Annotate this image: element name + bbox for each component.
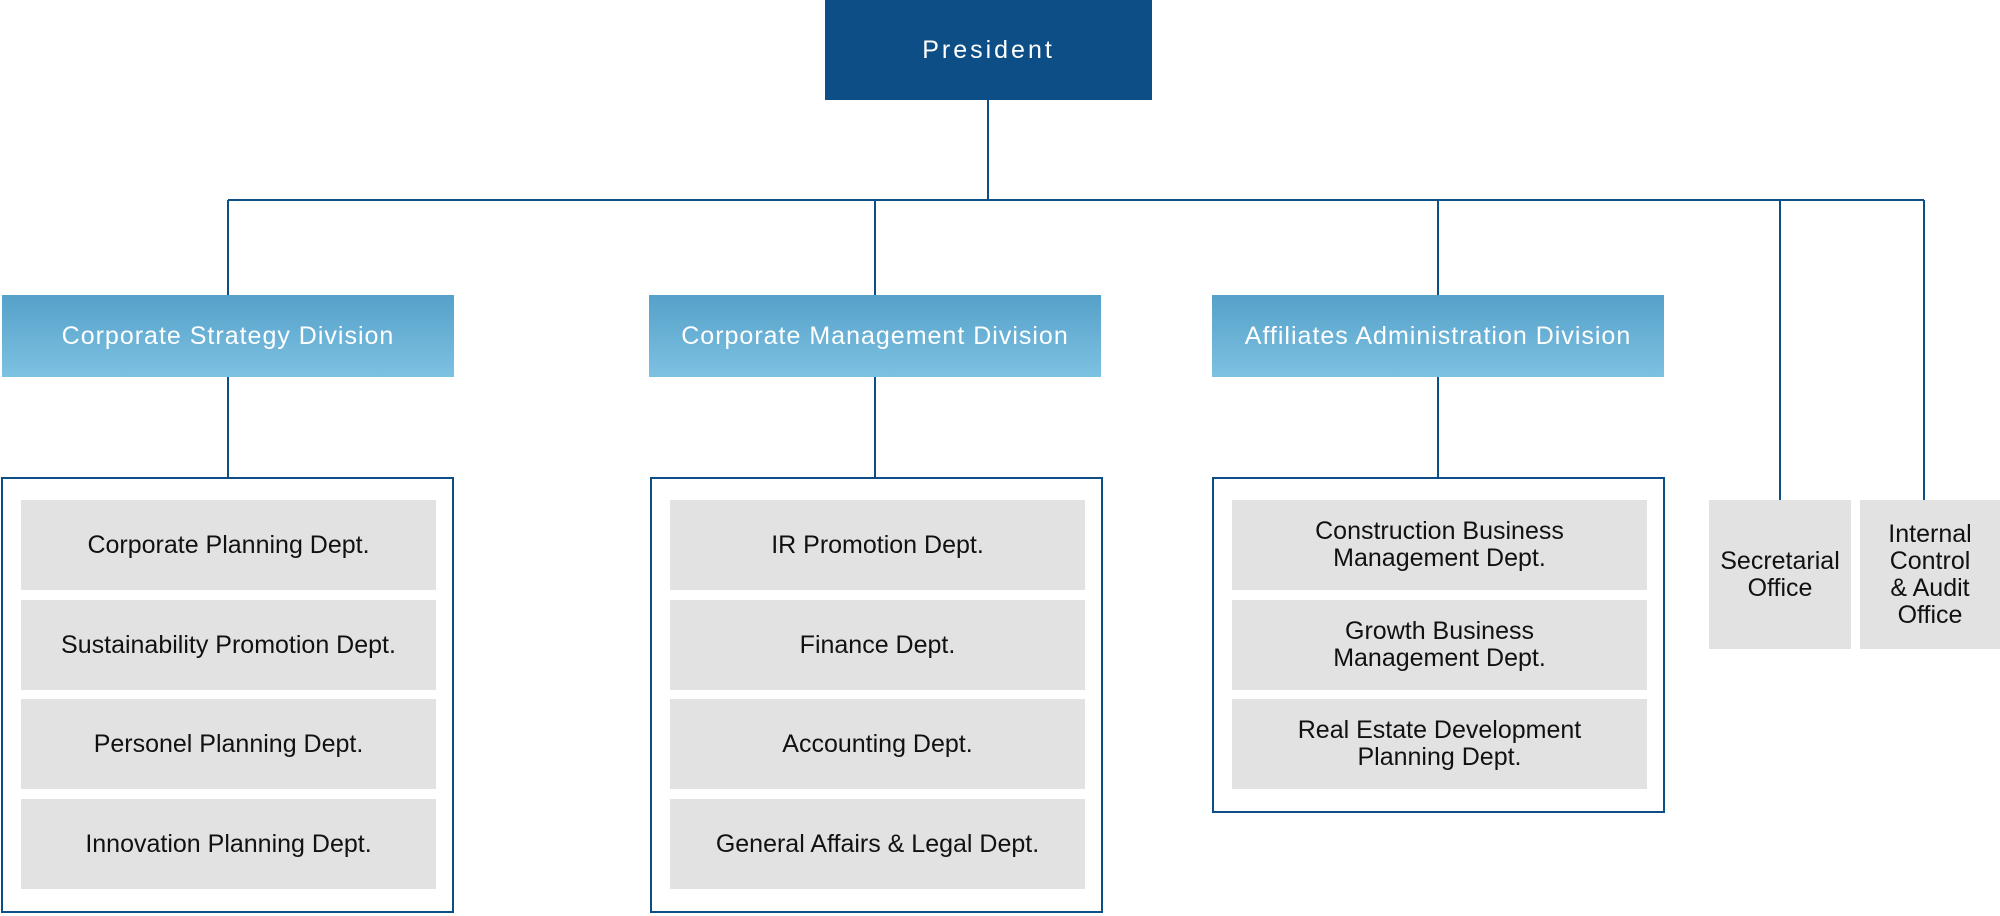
dept-label: General Affairs & Legal Dept.: [715, 829, 1040, 858]
dept-label: Corporate Planning Dept.: [87, 530, 370, 559]
dept-ir-promotion: IR Promotion Dept.: [670, 500, 1085, 590]
office-secretarial: Secretarial Office: [1709, 500, 1851, 649]
dept-sustainability-promotion: Sustainability Promotion Dept.: [21, 600, 436, 690]
dept-accounting: Accounting Dept.: [670, 699, 1085, 789]
department-group-management: IR Promotion Dept. Finance Dept. Account…: [650, 477, 1103, 913]
dept-personel-planning: Personel Planning Dept.: [21, 699, 436, 789]
dept-label: Accounting Dept.: [782, 729, 973, 758]
dept-label: Growth Business Management Dept.: [1333, 617, 1546, 672]
dept-label: Personel Planning Dept.: [93, 729, 364, 758]
dept-general-affairs-legal: General Affairs & Legal Dept.: [670, 799, 1085, 889]
president-label: President: [922, 35, 1055, 64]
dept-corporate-planning: Corporate Planning Dept.: [21, 500, 436, 590]
dept-real-estate-development-planning: Real Estate Development Planning Dept.: [1232, 699, 1647, 789]
dept-label: Construction Business Management Dept.: [1315, 517, 1564, 572]
dept-label: Sustainability Promotion Dept.: [61, 630, 396, 659]
department-group-strategy: Corporate Planning Dept. Sustainability …: [1, 477, 454, 913]
dept-growth-business-management: Growth Business Management Dept.: [1232, 600, 1647, 690]
dept-label: Real Estate Development Planning Dept.: [1297, 716, 1582, 771]
division-corporate-strategy: Corporate Strategy Division: [2, 295, 454, 377]
office-label: Secretarial Office: [1720, 546, 1840, 602]
division-affiliates-administration: Affiliates Administration Division: [1212, 295, 1664, 377]
dept-label: IR Promotion Dept.: [771, 530, 984, 559]
office-label: Internal Control & Audit Office: [1888, 519, 1972, 629]
division-corporate-management: Corporate Management Division: [649, 295, 1101, 377]
office-internal-control-audit: Internal Control & Audit Office: [1860, 500, 2000, 649]
division-label: Affiliates Administration Division: [1244, 321, 1632, 350]
department-group-affiliates: Construction Business Management Dept. G…: [1212, 477, 1665, 813]
dept-finance: Finance Dept.: [670, 600, 1085, 690]
dept-construction-business-management: Construction Business Management Dept.: [1232, 500, 1647, 590]
dept-label: Finance Dept.: [799, 630, 956, 659]
division-label: Corporate Management Division: [681, 321, 1069, 350]
division-label: Corporate Strategy Division: [61, 321, 395, 350]
dept-label: Innovation Planning Dept.: [85, 829, 372, 858]
dept-innovation-planning: Innovation Planning Dept.: [21, 799, 436, 889]
president-box: President: [825, 0, 1152, 100]
